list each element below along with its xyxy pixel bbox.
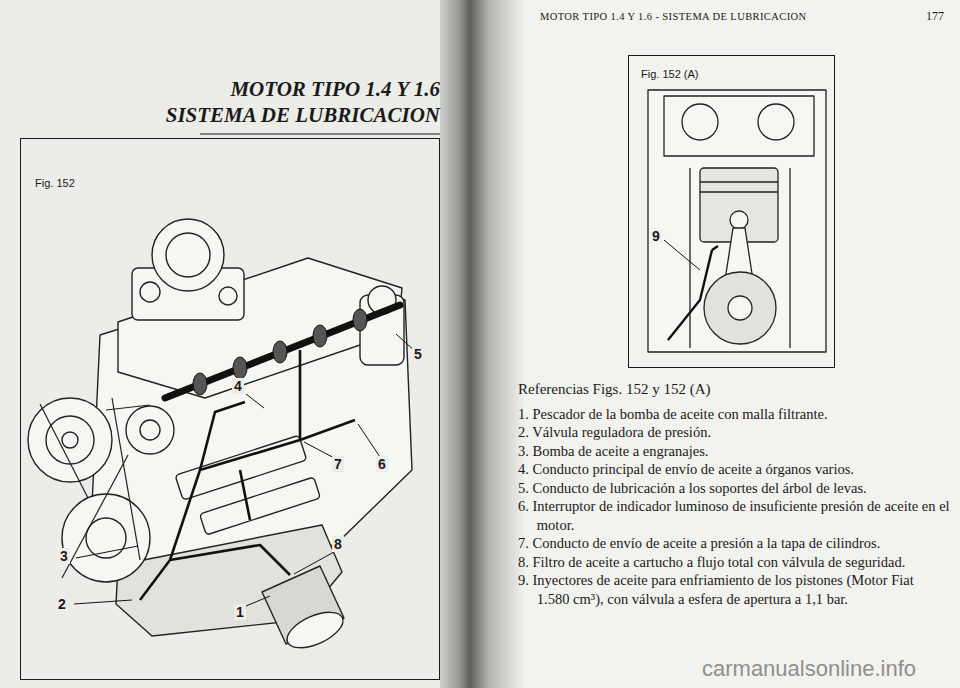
reference-item: 1. Pescador de la bomba de aceite con ma…	[518, 405, 950, 424]
reference-item: 9. Inyectores de aceite para enfriamient…	[518, 571, 950, 608]
drawing-ellipse	[193, 373, 207, 395]
page-number: 177	[926, 9, 944, 24]
callout-number: 4	[232, 378, 244, 394]
drawing-rect	[478, 0, 960, 688]
drawing-group	[74, 334, 416, 606]
drawing-polyline	[170, 545, 290, 575]
drawing-line	[62, 455, 128, 578]
drawing-circle	[62, 432, 78, 448]
callout-number: 3	[58, 548, 70, 564]
figure-frame: Fig. 152	[20, 138, 440, 680]
drawing-line	[789, 168, 790, 348]
drawing-group	[40, 398, 150, 578]
reference-item: 8. Filtro de aceite a cartucho a flujo t…	[518, 553, 950, 572]
drawing-circle	[682, 104, 718, 140]
drawing-line	[689, 168, 690, 348]
reference-item: 7. Conducto de envío de aceite a presión…	[518, 534, 950, 553]
drawing-circle	[152, 219, 224, 291]
drawing-group	[140, 350, 355, 600]
drawing-polyline	[240, 470, 250, 520]
drawing-line	[664, 240, 700, 270]
drawing-polyline	[200, 402, 245, 470]
drawing-polyline	[712, 246, 718, 250]
drawing-circle	[46, 416, 94, 464]
watermark: carmanualsonline.info	[702, 656, 916, 682]
drawing-circle	[728, 296, 752, 320]
drawing-circle	[140, 282, 160, 302]
drawing-circle	[730, 211, 748, 229]
reference-item: 4. Conducto principal de envío de aceite…	[518, 460, 950, 479]
drawing-group	[193, 309, 367, 395]
drawing-rect	[440, 0, 525, 688]
callout-number: 9	[650, 228, 662, 244]
reference-item: 2. Válvula reguladora de presión.	[518, 423, 950, 442]
drawing-circle	[219, 287, 237, 305]
drawing-line	[165, 305, 400, 398]
callout-number: 7	[332, 456, 344, 472]
drawing-rect	[200, 477, 321, 535]
drawing-group	[28, 219, 412, 655]
drawing-line	[700, 191, 778, 192]
drawing-circle	[140, 420, 160, 440]
drawing-line	[700, 181, 778, 182]
reference-item: 6. Interruptor de indicador luminoso de …	[518, 497, 950, 534]
drawing-ellipse	[282, 605, 348, 655]
reference-heading: Referencias Figs. 152 y 152 (A)	[518, 380, 950, 399]
drawing-circle	[166, 233, 210, 277]
running-head: MOTOR TIPO 1.4 Y 1.6 - SISTEMA DE LUBRIC…	[540, 11, 807, 22]
drawing-line	[76, 546, 138, 558]
chapter-title: MOTOR TIPO 1.4 Y 1.6 SISTEMA DE LUBRICAC…	[120, 76, 440, 128]
figure-label: Fig. 152 (A)	[641, 68, 698, 80]
reference-item: 3. Bomba de aceite a engranajes.	[518, 442, 950, 461]
drawing-group	[668, 246, 718, 340]
reference-list: Referencias Figs. 152 y 152 (A) 1. Pescad…	[518, 380, 950, 608]
callout-number: 8	[332, 536, 344, 552]
drawing-rect	[664, 96, 814, 156]
drawing-circle	[758, 104, 794, 140]
callout-number: 1	[234, 604, 246, 620]
drawing-line	[246, 596, 270, 606]
drawing-line	[74, 600, 132, 604]
drawing-circle	[704, 272, 776, 344]
drawing-polyline	[299, 350, 302, 440]
drawing-line	[106, 405, 150, 410]
figure-label: Fig. 152	[35, 177, 75, 189]
drawing-ellipse	[233, 357, 247, 379]
drawing-circle	[126, 406, 174, 454]
drawing-group	[165, 305, 400, 398]
drawing-line	[40, 404, 88, 498]
drawing-line	[200, 133, 440, 134]
drawing-circle	[28, 398, 112, 482]
drawing-polyline	[140, 420, 355, 600]
drawing-ellipse	[273, 341, 287, 363]
drawing-polyline	[668, 250, 712, 340]
drawing-ellipse	[313, 325, 327, 347]
callout-number: 6	[376, 456, 388, 472]
reference-item: 5. Conducto de lubricación a los soporte…	[518, 479, 950, 498]
drawing-line	[358, 424, 382, 460]
drawing-group	[648, 90, 826, 352]
figure-frame: Fig. 152 (A)	[628, 55, 835, 368]
callout-number: 5	[412, 346, 424, 362]
drawing-rect	[648, 90, 826, 352]
callout-number: 2	[56, 596, 68, 612]
drawing-line	[246, 394, 264, 408]
drawing-line	[294, 552, 334, 574]
drawing-line	[112, 398, 140, 560]
drawing-ellipse	[353, 309, 367, 331]
